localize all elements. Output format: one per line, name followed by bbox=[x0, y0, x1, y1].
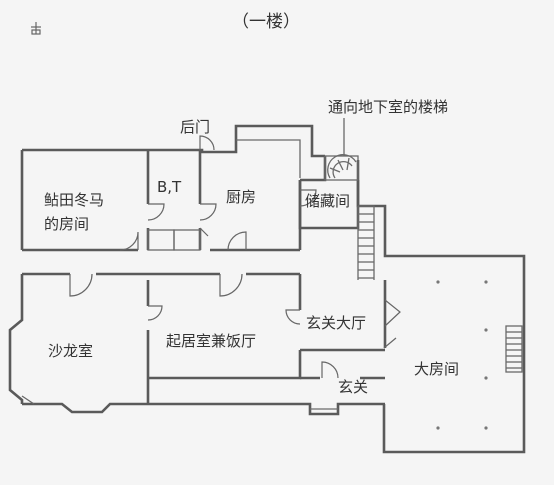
room-salon: 沙龙室 bbox=[48, 342, 94, 360]
room-living: 起居室兼饭厅 bbox=[166, 332, 257, 350]
room-kitchen: 厨房 bbox=[226, 188, 257, 206]
basement-stair bbox=[324, 118, 359, 181]
big-room-pillars bbox=[436, 280, 488, 430]
plug-icon bbox=[31, 22, 41, 35]
room-storage: 储藏间 bbox=[305, 192, 351, 210]
annotation-basement-stairs: 通向地下室的楼梯 bbox=[328, 98, 449, 116]
room-big-room: 大房间 bbox=[414, 360, 460, 378]
room-bt: B,T bbox=[157, 178, 182, 196]
hall-stair bbox=[357, 205, 375, 280]
outer-walls bbox=[8, 124, 526, 454]
floor-title: （一楼） bbox=[232, 12, 300, 32]
room-settaminoma: 鲇田冬马 的房间 bbox=[44, 191, 105, 233]
big-room-stair bbox=[505, 325, 523, 373]
room-entrance: 玄关 bbox=[338, 378, 369, 396]
room-entrance-hall: 玄关大厅 bbox=[306, 314, 367, 332]
annotation-back-door: 后门 bbox=[180, 118, 211, 136]
door-swings bbox=[21, 135, 401, 405]
